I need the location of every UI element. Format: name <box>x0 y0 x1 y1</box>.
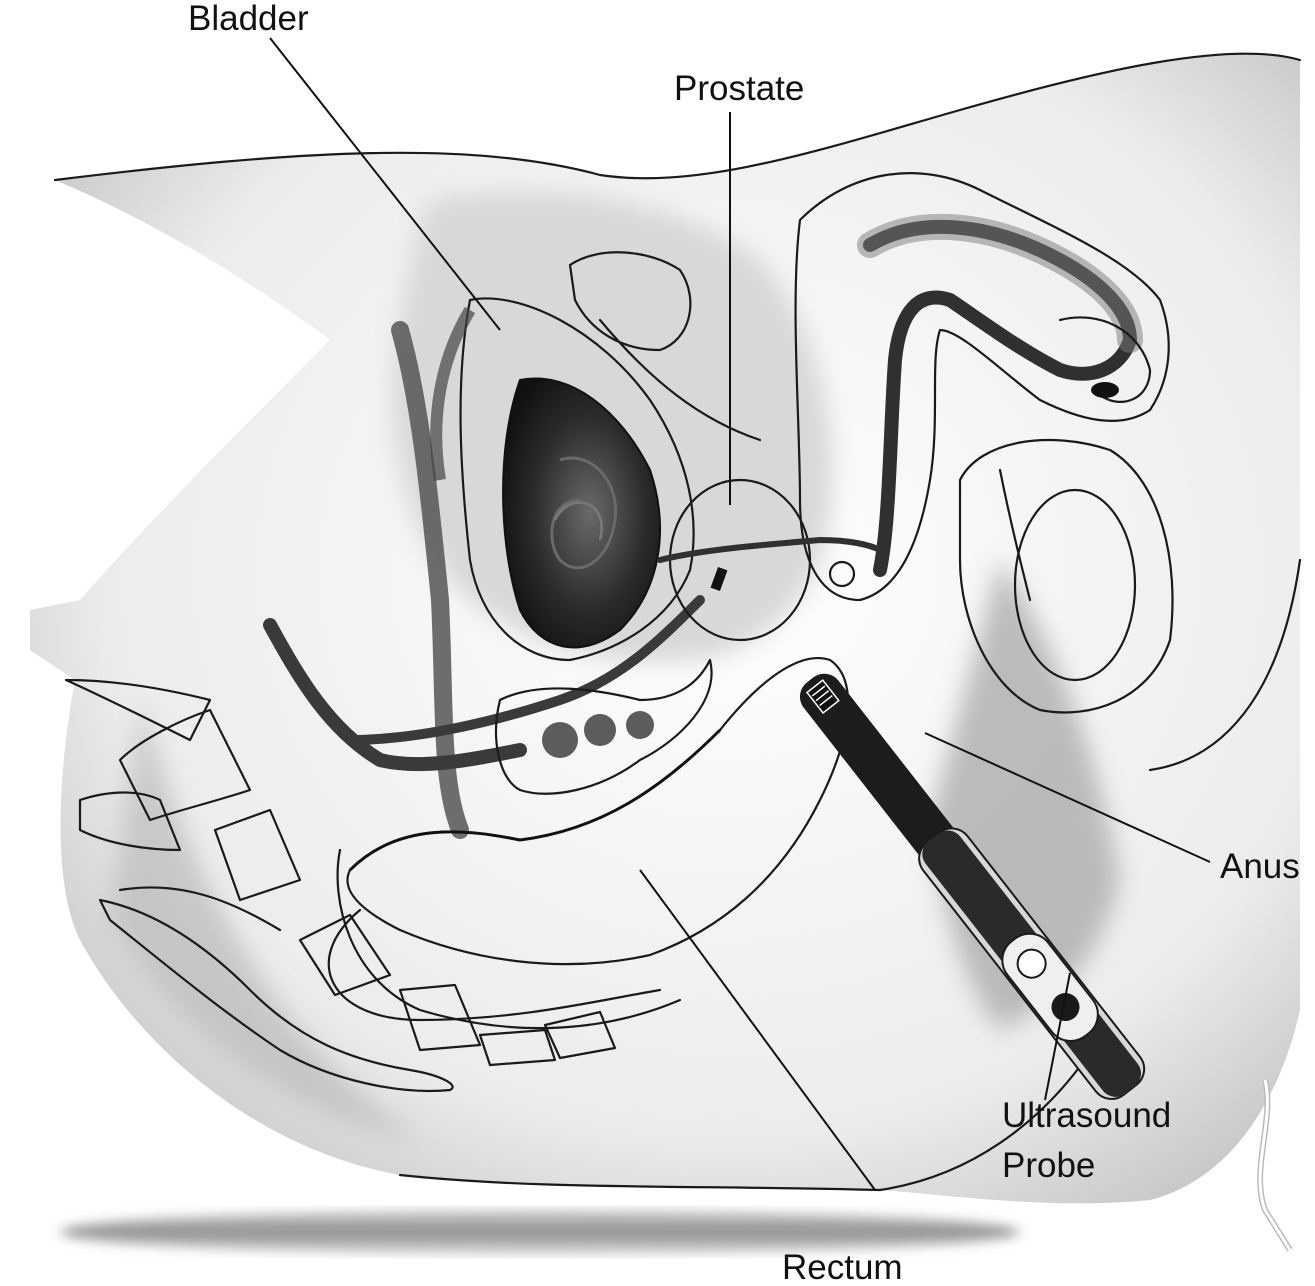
bladder-label: Bladder <box>188 0 309 38</box>
ultrasound-probe-label-line2: Probe <box>1002 1146 1095 1185</box>
ultrasound-probe-label-line1: Ultrasound <box>1002 1096 1171 1135</box>
prostate-label: Prostate <box>674 69 804 108</box>
rectum-label: Rectum <box>782 1248 903 1286</box>
anus-label: Anus <box>1220 847 1300 886</box>
